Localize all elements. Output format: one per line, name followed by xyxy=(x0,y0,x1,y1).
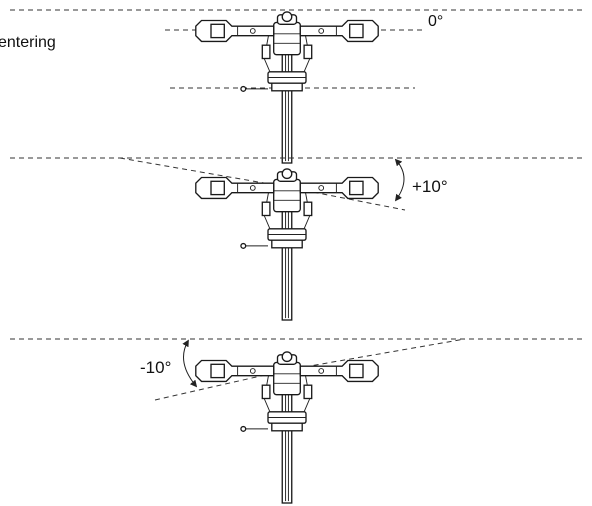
centering-label: entering xyxy=(0,34,56,51)
angle-arc-minus xyxy=(182,339,198,388)
plus-ten-degree-label: +10° xyxy=(412,177,448,196)
angle-arc-plus xyxy=(394,158,405,202)
rotor-minus-pitch xyxy=(10,338,585,504)
minus-ten-degree-label: -10° xyxy=(140,358,172,377)
zero-degree-label: 0° xyxy=(428,13,444,30)
rotor-zero-pitch xyxy=(10,9,585,164)
rotor-plus-pitch xyxy=(10,157,585,321)
blade-axis-line-minus xyxy=(286,338,466,371)
